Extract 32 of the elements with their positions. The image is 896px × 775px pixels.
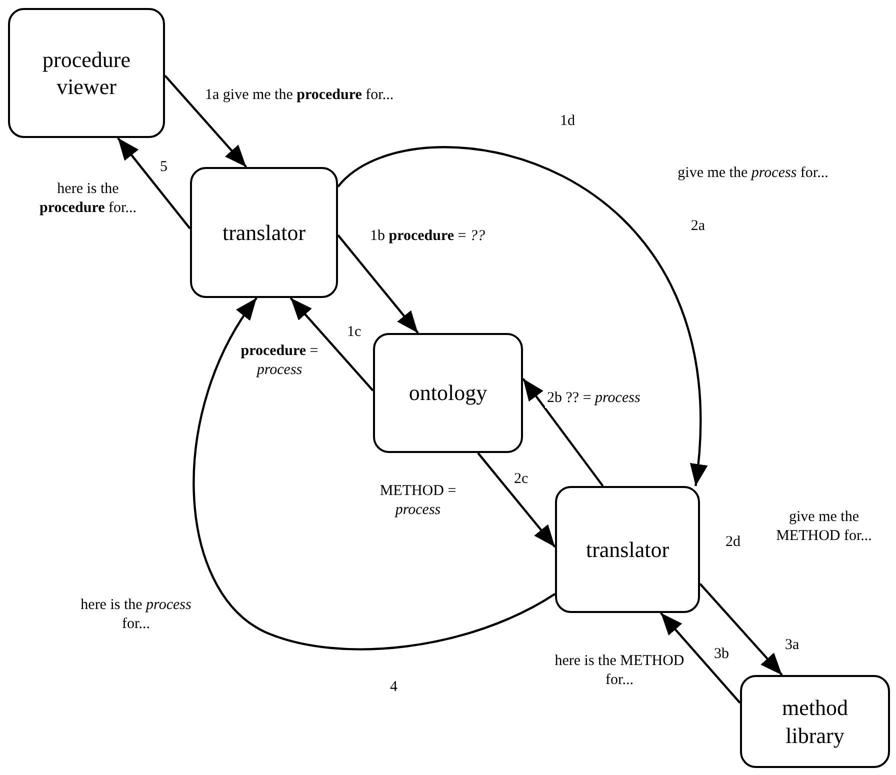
arrow	[522, 378, 604, 487]
step-number: 2d	[724, 533, 742, 552]
box-title: method library	[781, 694, 849, 749]
message-text: here is the METHOD for...	[554, 652, 686, 690]
component-box	[740, 675, 890, 768]
message-text: give me the process for...	[676, 164, 830, 183]
arrow	[117, 137, 191, 230]
box-title: procedure viewer	[42, 46, 132, 100]
arrow	[699, 583, 783, 676]
message-text: here is the procedure for...	[38, 180, 138, 218]
component-box	[190, 167, 338, 298]
arrow	[192, 297, 556, 650]
edge-label: 2b ?? = process	[545, 389, 642, 408]
box-title: ontology	[408, 379, 488, 407]
message-text: give me the METHOD for...	[775, 508, 873, 546]
component-box	[373, 333, 523, 453]
component-box	[555, 486, 700, 613]
arrow	[337, 234, 419, 334]
arrow	[290, 297, 374, 392]
box-title: translator	[586, 536, 670, 564]
step-number: 2a	[690, 217, 706, 236]
box-title: translator	[222, 218, 306, 246]
edge-label: 1a give me the procedure for...	[203, 86, 396, 105]
arrow	[337, 146, 706, 486]
message-text: METHOD = process	[378, 482, 458, 520]
edge-label: 1b procedure = ??	[368, 227, 487, 246]
message-text: here is the process for...	[80, 596, 192, 634]
arrow	[164, 74, 248, 168]
message-text: procedure = process	[240, 342, 320, 380]
arrow	[660, 612, 741, 704]
arrow	[477, 452, 556, 548]
component-box	[8, 8, 165, 138]
